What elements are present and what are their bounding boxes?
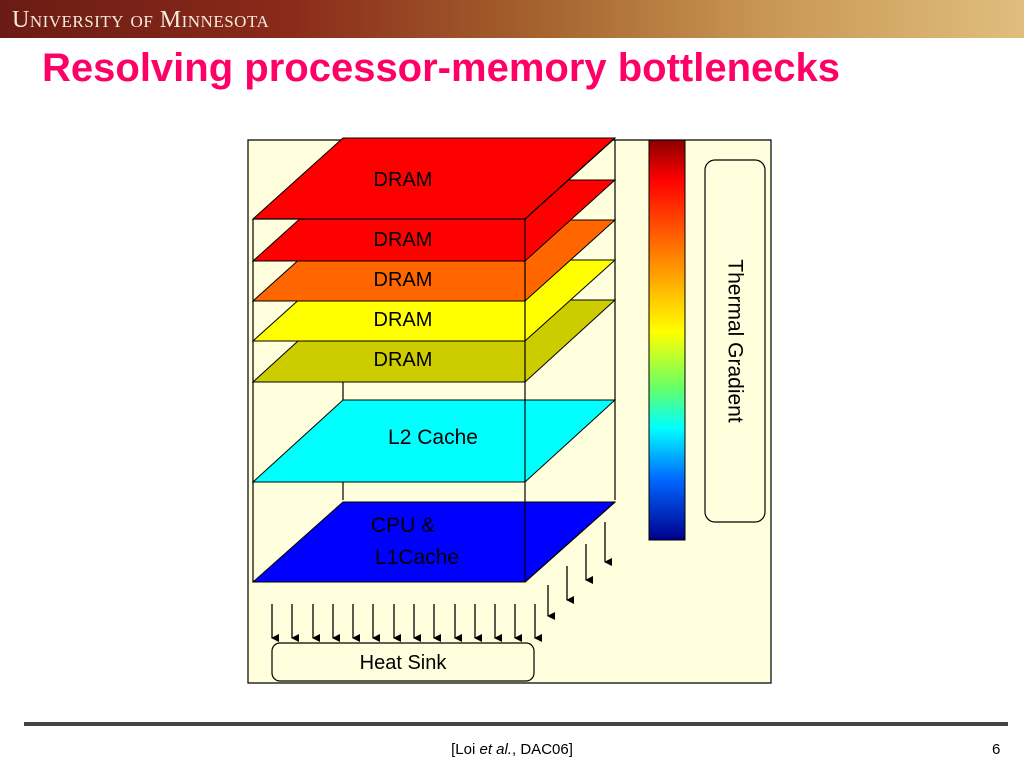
heat-sink-label: Heat Sink bbox=[360, 652, 448, 674]
citation-et-al: et al. bbox=[479, 741, 513, 758]
cube-front-edges bbox=[252, 137, 616, 583]
slide-title: Resolving processor-memory bottlenecks bbox=[42, 46, 841, 90]
cpu-label-line2: L1Cache bbox=[375, 546, 459, 569]
dram-label-3: DRAM bbox=[374, 269, 433, 291]
citation: [Loi et al., DAC06] bbox=[0, 741, 1024, 758]
thermal-gradient-label-box bbox=[704, 159, 766, 523]
university-banner: University of Minnesota bbox=[0, 0, 1024, 38]
thermal-gradient-bar bbox=[648, 139, 686, 541]
dram-layer-1: DRAM bbox=[251, 137, 617, 220]
dram-label-1: DRAM bbox=[374, 169, 433, 191]
dram-label-2: DRAM bbox=[374, 229, 433, 251]
page-number: 6 bbox=[992, 741, 1001, 758]
cpu-label-line1: CPU & bbox=[371, 514, 435, 537]
thermal-gradient-label: Thermal Gradient bbox=[724, 259, 747, 423]
dram-label-4: DRAM bbox=[374, 309, 433, 331]
dram-label-5: DRAM bbox=[374, 349, 433, 371]
university-name: University of Minnesota bbox=[12, 7, 270, 33]
citation-prefix: [Loi bbox=[451, 741, 480, 758]
l2-cache-label: L2 Cache bbox=[388, 426, 478, 449]
heat-flow-arrows bbox=[271, 522, 612, 642]
heat-sink-box bbox=[271, 642, 535, 682]
footer-rule bbox=[24, 722, 1008, 726]
citation-suffix: , DAC06] bbox=[512, 741, 573, 758]
